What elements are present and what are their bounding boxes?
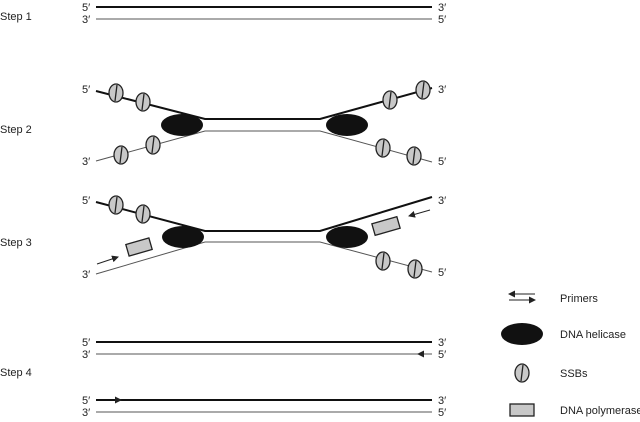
ssb-icon <box>382 90 398 110</box>
strand-b-left-end-label: 3′ <box>82 349 90 361</box>
ssb-icon <box>407 259 423 279</box>
dna-helicase-left <box>161 114 203 136</box>
ssb-icon <box>113 145 129 165</box>
bottom-strand-right-end-label: 5′ <box>438 14 446 26</box>
strand-b-right-end-label: 5′ <box>438 349 446 361</box>
dna-polymerase-right <box>371 215 401 237</box>
legend-polymerase-label: DNA polymerase <box>560 405 640 417</box>
dna-polymerase-left <box>125 237 153 257</box>
legend-helicase: DNA helicase <box>501 323 626 345</box>
step-4-group: Step 4 5′ 3′ 3′ 5′ 5′ 3′ 3′ 5′ <box>0 337 446 419</box>
bottom-strand-left-end-label: 3′ <box>82 269 90 281</box>
primer-arrow <box>96 255 119 265</box>
top-strand <box>95 87 433 120</box>
polymerase-icon <box>509 403 535 417</box>
dna-helicase-left <box>162 226 204 248</box>
ssb-icon <box>108 195 124 215</box>
top-strand <box>95 196 433 232</box>
ssb-icon <box>108 83 124 103</box>
helicase-icon <box>501 323 543 345</box>
strand-d-right-end-label: 5′ <box>438 407 446 419</box>
top-strand-right-end-label: 3′ <box>438 195 446 207</box>
top-strand-left-end-label: 5′ <box>82 84 90 96</box>
ssb-icon <box>514 363 530 383</box>
strand-a-right-end-label: 3′ <box>438 337 446 349</box>
ssb-icon <box>406 146 422 166</box>
step-2-label: Step 2 <box>0 124 32 136</box>
top-strand-right-end-label: 3′ <box>438 2 446 14</box>
ssb-icon <box>135 204 151 224</box>
primer-arrow <box>417 350 424 358</box>
dna-helicase-right <box>326 226 368 248</box>
ssb-icon <box>375 138 391 158</box>
strand-c-left-end-label: 5′ <box>82 395 90 407</box>
step-1-group: Step 1 5′ 3′ 3′ 5′ <box>0 2 446 26</box>
legend-primers-label: Primers <box>560 293 598 305</box>
top-strand-left-end-label: 5′ <box>82 2 90 14</box>
bottom-strand-right-end-label: 5′ <box>438 156 446 168</box>
dna-helicase-right <box>326 114 368 136</box>
bottom-strand-right-end-label: 5′ <box>438 267 446 279</box>
ssb-icon <box>415 80 431 100</box>
step-3-group: Step 3 5′ 3′ 3′ 5′ <box>0 195 446 281</box>
legend-ssbs: SSBs <box>514 363 588 383</box>
legend-helicase-label: DNA helicase <box>560 329 626 341</box>
bottom-strand-left-end-label: 3′ <box>82 14 90 26</box>
step-2-group: Step 2 5′ 3′ 3′ 5′ <box>0 80 446 168</box>
primer-arrow <box>115 396 122 404</box>
strand-d-left-end-label: 3′ <box>82 407 90 419</box>
legend: Primers DNA helicase SSBs DNA polymerase <box>501 290 640 417</box>
strand-c-right-end-label: 3′ <box>438 395 446 407</box>
bottom-strand-left-end-label: 3′ <box>82 156 90 168</box>
legend-polymerase: DNA polymerase <box>509 403 640 417</box>
bottom-strand <box>95 241 433 275</box>
primer-arrow <box>408 209 431 218</box>
legend-primers: Primers <box>508 290 598 305</box>
legend-ssbs-label: SSBs <box>560 368 588 380</box>
strand-a-left-end-label: 5′ <box>82 337 90 349</box>
step-1-label: Step 1 <box>0 11 32 23</box>
top-strand-left-end-label: 5′ <box>82 195 90 207</box>
top-strand-right-end-label: 3′ <box>438 84 446 96</box>
ssb-icon <box>135 92 151 112</box>
ssb-icon <box>375 251 391 271</box>
step-3-label: Step 3 <box>0 237 32 249</box>
ssb-icon <box>145 135 161 155</box>
step-4-label: Step 4 <box>0 367 32 379</box>
